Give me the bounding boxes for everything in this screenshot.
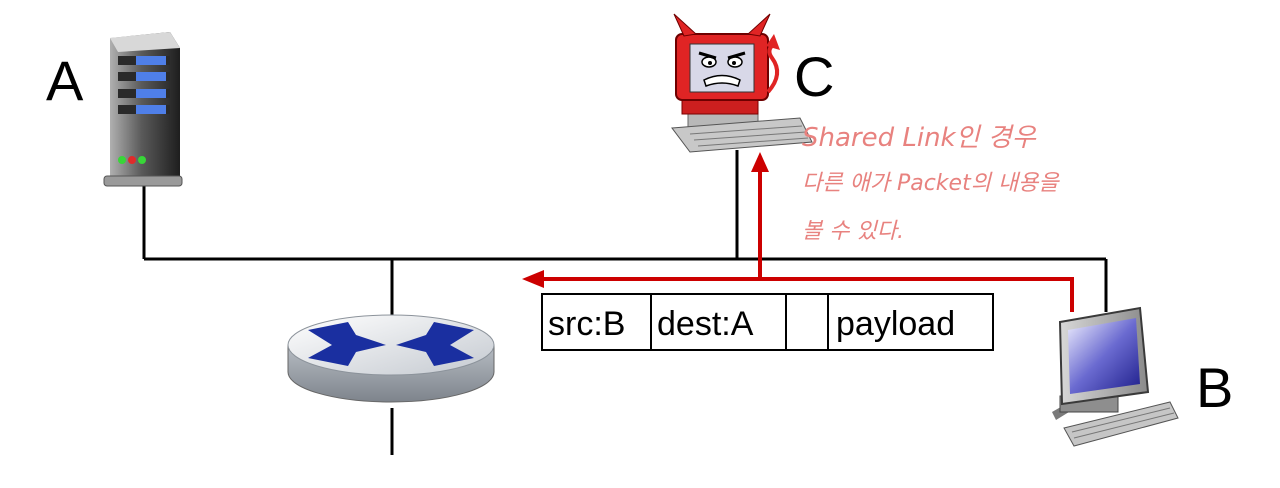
devil-face-icon — [698, 51, 746, 87]
packet-field-dest: dest:A — [657, 305, 754, 343]
packet-field-box-empty — [785, 293, 829, 351]
node-label-a: A — [46, 49, 84, 112]
packet-field-src: src:B — [548, 305, 625, 343]
devil-horn-left-icon — [673, 13, 698, 37]
host-b-computer — [1052, 306, 1179, 447]
network-cables — [142, 150, 1108, 455]
sniff-arrowhead-to-c — [751, 152, 769, 172]
annotation-line-3: 볼 수 있다. — [802, 219, 904, 244]
server-drive-bays — [118, 56, 170, 114]
packet-field-box-payload — [827, 293, 994, 351]
node-label-b: B — [1196, 356, 1233, 419]
annotation-line-1: Shared Link인 경우 — [802, 123, 1037, 153]
devil-horn-right-icon — [746, 13, 771, 37]
packet-path-line — [540, 277, 1074, 312]
devil-tail-icon — [766, 42, 780, 94]
packet-field-payload: payload — [836, 305, 955, 343]
router-cross-arrows-icon — [308, 322, 474, 366]
packet-field-box-dest — [650, 293, 787, 351]
handwritten-annotation: Shared Link인 경우 다른 애가 Packet의 내용을 볼 수 있다… — [802, 123, 1060, 244]
packet-header: src:B dest:A payload — [541, 293, 994, 351]
node-label-c: C — [794, 45, 834, 108]
packet-path — [522, 152, 1074, 312]
server-status-leds — [118, 156, 146, 164]
router — [287, 314, 495, 403]
host-b-screen — [1068, 318, 1140, 394]
host-c-devil-computer — [671, 13, 813, 153]
packet-arrowhead-to-a — [522, 270, 544, 288]
annotation-line-2: 다른 애가 Packet의 내용을 — [802, 171, 1060, 196]
server-a — [103, 32, 183, 187]
